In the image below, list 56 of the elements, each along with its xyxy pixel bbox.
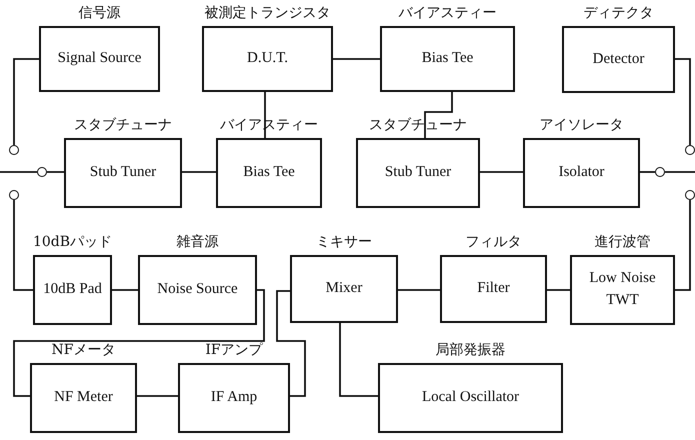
connector-line	[182, 171, 216, 173]
connector-line	[339, 323, 378, 397]
block-heading: ディテクタ	[582, 4, 654, 22]
block-heading: バイアスティー	[398, 4, 498, 22]
connector-line	[276, 290, 306, 397]
connector-line	[13, 289, 265, 397]
block-heading: 局部発振器	[434, 341, 506, 359]
terminal-circle	[9, 145, 19, 155]
block-label: Mixer	[326, 279, 362, 298]
block-label: Isolator	[558, 163, 604, 182]
block-heading: スタブチューナ	[73, 116, 173, 134]
block-heading: IFアンプ	[204, 341, 264, 359]
connector-line	[47, 171, 64, 173]
block-label: Signal Source	[58, 49, 142, 68]
block-heading: 被測定トランジスタ	[204, 4, 332, 22]
block-label: 10dB Pad	[43, 280, 102, 300]
terminal-circle	[9, 190, 19, 200]
connector-line	[640, 171, 655, 173]
block-label: Low Noise TWT	[588, 269, 657, 310]
block-label: NF Meter	[54, 388, 113, 408]
block-heading: アイソレータ	[538, 116, 624, 134]
connector-line	[137, 395, 178, 397]
block-heading: ミキサー	[315, 233, 373, 251]
block-heading: 雑音源	[176, 233, 220, 251]
block-heading: 進行波管	[594, 233, 652, 251]
block-heading: フィルタ	[464, 233, 522, 251]
block-label: Noise Source	[157, 280, 238, 300]
block-heading: 10dBパッド	[32, 233, 114, 251]
connector-line	[398, 289, 440, 291]
block-heading: NFメータ	[50, 341, 116, 359]
block-heading: スタブチューナ	[368, 116, 468, 134]
block-heading: 信号源	[78, 4, 122, 22]
block-label: Bias Tee	[422, 49, 474, 68]
block-label: D.U.T.	[247, 49, 288, 68]
connector-line	[547, 289, 570, 291]
connector-line	[665, 171, 695, 173]
connector-line	[112, 289, 138, 291]
connector-line	[675, 58, 691, 145]
connector-line	[424, 92, 453, 138]
block-label: Detector	[592, 50, 644, 69]
connector-line	[675, 200, 691, 291]
block-label: IF Amp	[210, 388, 258, 408]
connector-line	[13, 200, 33, 291]
connector-line	[333, 58, 380, 60]
terminal-circle	[685, 190, 695, 200]
connector-line	[480, 171, 523, 173]
terminal-circle	[685, 145, 695, 155]
terminal-circle	[655, 167, 665, 177]
block-label: Filter	[477, 279, 510, 298]
block-label: Bias Tee	[243, 163, 295, 182]
block-label: Stub Tuner	[384, 163, 452, 182]
block-label: Local Oscillator	[422, 388, 520, 408]
connector-line	[0, 171, 37, 173]
connector-line	[13, 58, 39, 145]
block-label: Stub Tuner	[90, 163, 156, 182]
terminal-circle	[37, 167, 47, 177]
